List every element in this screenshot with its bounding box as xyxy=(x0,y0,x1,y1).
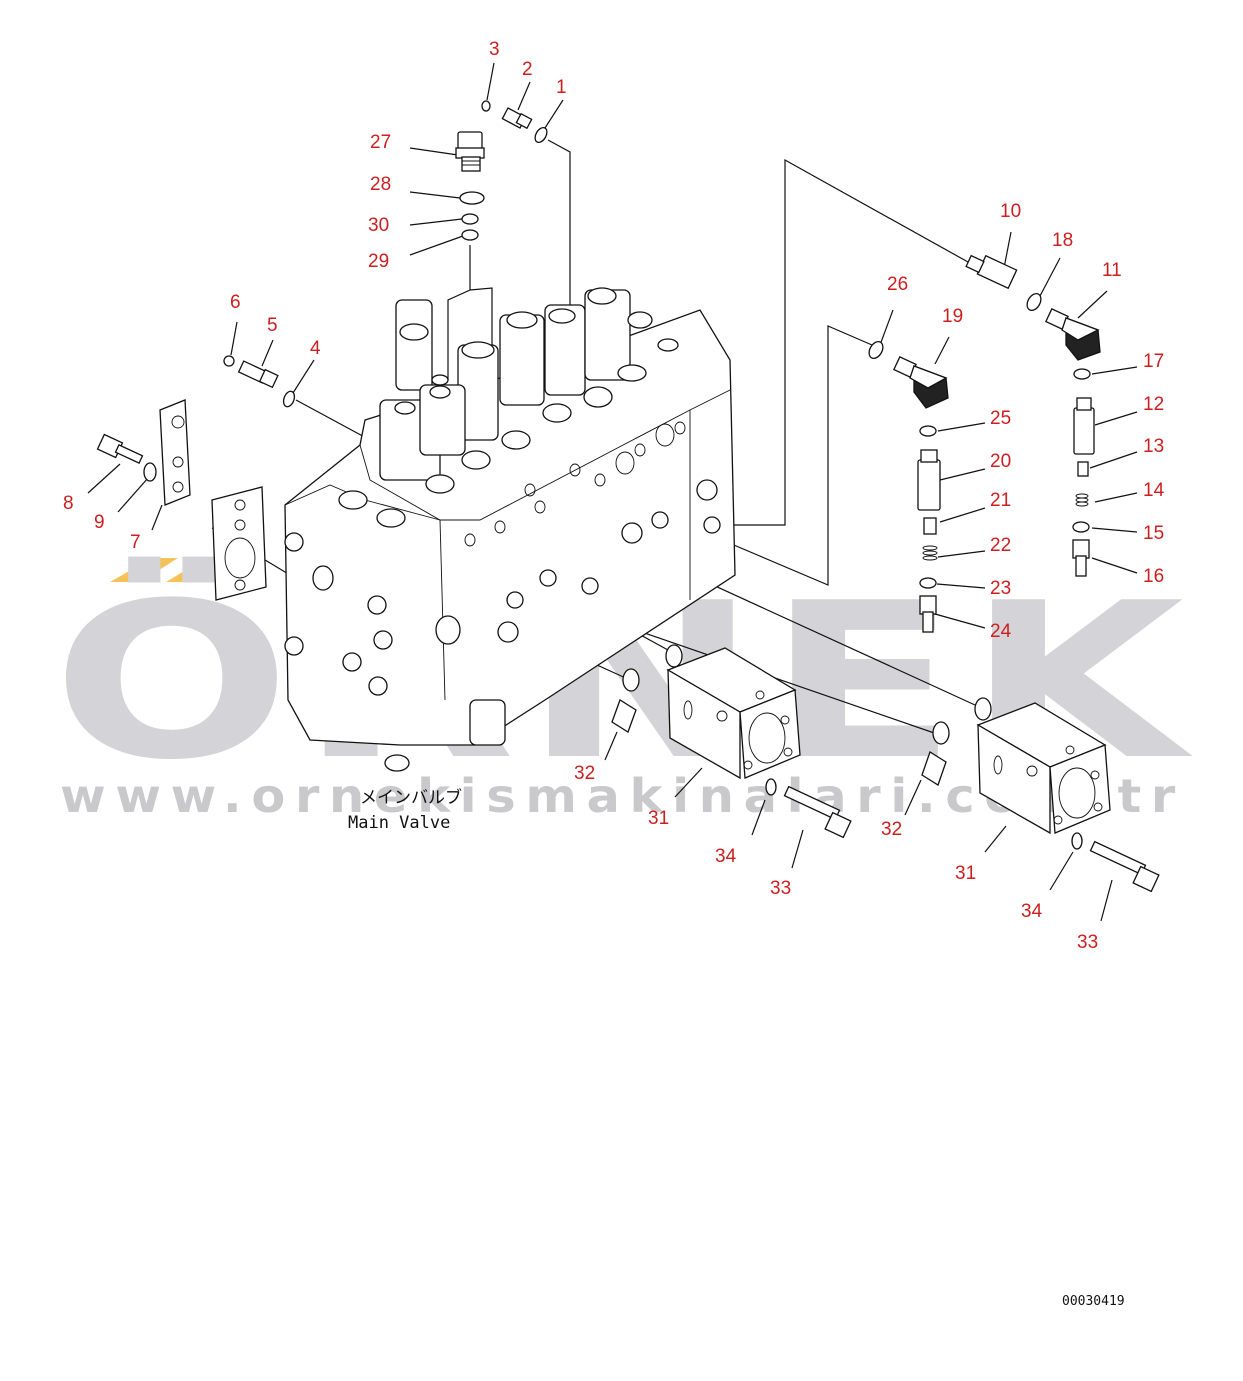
callout-27: 27 xyxy=(370,132,391,153)
part-block-31-a xyxy=(666,647,801,780)
part-bolt-8 xyxy=(96,433,144,464)
part-oring-23 xyxy=(919,577,937,589)
callout-5: 5 xyxy=(267,315,278,336)
callout-16: 16 xyxy=(1143,566,1164,587)
callout-26: 26 xyxy=(887,274,908,295)
callout-12: 12 xyxy=(1143,394,1164,415)
callout-6: 6 xyxy=(230,292,241,313)
callout-11: 11 xyxy=(1102,260,1122,281)
part-oring-28 xyxy=(459,191,485,205)
part-washer-34-a xyxy=(765,778,777,796)
part-oring-3 xyxy=(481,100,491,112)
callout-19: 19 xyxy=(942,306,963,327)
part-oring-17 xyxy=(1073,368,1091,380)
part-sleeve-20 xyxy=(917,449,941,511)
part-oring-15 xyxy=(1072,521,1090,533)
callout-24: 24 xyxy=(990,621,1012,642)
part-sleeve-12 xyxy=(1073,397,1095,455)
callout-33-right: 33 xyxy=(1077,932,1098,953)
document-number: 00030419 xyxy=(1062,1294,1125,1309)
callout-9: 9 xyxy=(94,512,105,533)
callout-18: 18 xyxy=(1052,230,1073,251)
callout-30: 30 xyxy=(368,215,389,236)
part-plug-24 xyxy=(919,595,937,633)
callout-32-right: 32 xyxy=(881,819,902,840)
callout-31-right: 31 xyxy=(955,863,976,884)
part-oring-32-a xyxy=(611,644,683,733)
callout-22: 22 xyxy=(990,535,1011,556)
callout-labels: 3 2 1 27 28 30 29 6 5 4 8 9 7 10 18 11 2… xyxy=(63,39,1165,953)
part-spring-22 xyxy=(922,545,938,561)
part-oring-1 xyxy=(534,126,548,144)
part-fitting-5 xyxy=(237,360,279,389)
part-poppet-21 xyxy=(923,517,937,535)
watermark-accent-left xyxy=(110,558,178,582)
callout-1: 1 xyxy=(556,77,567,98)
callout-15: 15 xyxy=(1143,523,1164,544)
callout-10: 10 xyxy=(1000,201,1021,222)
part-valve-11 xyxy=(1045,307,1101,361)
callout-21: 21 xyxy=(990,490,1011,511)
callout-4: 4 xyxy=(310,338,321,359)
part-oring-26 xyxy=(868,340,884,360)
part-fitting-2 xyxy=(501,107,533,130)
part-ring-30 xyxy=(461,213,479,225)
part-oring-6 xyxy=(223,355,235,367)
callout-8: 8 xyxy=(63,493,74,514)
part-spring-14 xyxy=(1075,493,1089,507)
part-oring-18 xyxy=(1026,292,1042,312)
part-oring-25 xyxy=(919,425,937,437)
callout-34-left: 34 xyxy=(715,846,737,867)
callout-7: 7 xyxy=(130,532,141,553)
callout-31-left: 31 xyxy=(648,808,669,829)
callout-3: 3 xyxy=(489,39,500,60)
part-gasket-plate xyxy=(211,486,267,601)
main-valve-body xyxy=(284,287,736,772)
part-plug-27 xyxy=(455,131,485,172)
callout-20: 20 xyxy=(990,451,1011,472)
part-oring-29 xyxy=(461,229,479,241)
part-oring-32-b xyxy=(921,697,992,786)
callout-25: 25 xyxy=(990,408,1011,429)
part-poppet-13 xyxy=(1077,461,1089,477)
callout-29: 29 xyxy=(368,251,389,272)
part-washer-34-b xyxy=(1071,832,1083,850)
part-valve-19 xyxy=(893,355,949,409)
callout-33-left: 33 xyxy=(770,878,791,899)
part-oring-4 xyxy=(282,390,296,408)
callout-28: 28 xyxy=(370,174,391,195)
part-bolt-33-b xyxy=(1089,840,1160,893)
part-adapter-10 xyxy=(965,254,1018,290)
part-bolt-33-a xyxy=(783,785,852,839)
callout-34-right: 34 xyxy=(1021,901,1043,922)
callout-23: 23 xyxy=(990,578,1011,599)
callout-14: 14 xyxy=(1143,480,1165,501)
caption-japanese: メインバルブ xyxy=(360,787,462,808)
callout-32-left: 32 xyxy=(574,763,595,784)
callout-2: 2 xyxy=(522,59,533,80)
part-block-31-b xyxy=(976,702,1111,835)
part-plug-16 xyxy=(1072,539,1090,577)
callout-13: 13 xyxy=(1143,436,1164,457)
callout-17: 17 xyxy=(1143,351,1164,372)
caption-english: Main Valve xyxy=(348,813,450,833)
part-plate-7 xyxy=(159,399,191,506)
leader-lines xyxy=(87,62,1138,922)
part-washer-9 xyxy=(143,462,157,482)
